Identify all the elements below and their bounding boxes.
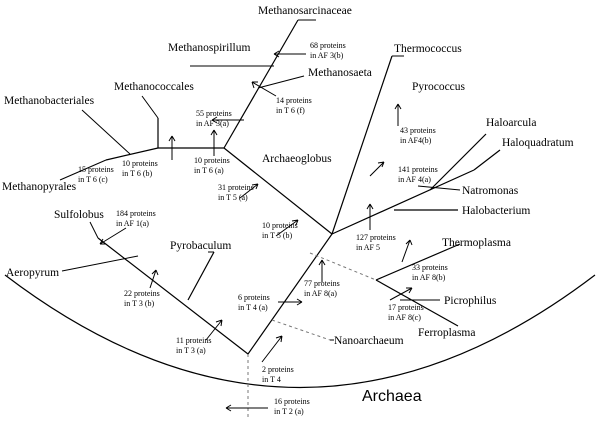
taxon-methanosaeta: Methanosaeta	[308, 67, 372, 79]
leader-methanosaeta	[257, 75, 305, 89]
arrow-af8a	[318, 259, 326, 282]
arrow-t4a	[278, 298, 303, 306]
archaea-domain-arc	[4, 274, 596, 388]
taxon-haloquadratum: Haloquadratum	[502, 137, 574, 149]
branch-nanoarchaeum	[271, 319, 331, 341]
arrow-t4	[261, 335, 283, 363]
arrow-af8c	[389, 287, 413, 301]
domain-label: Archaea	[362, 388, 422, 405]
label-leader-lines	[59, 19, 461, 341]
arrow-af5	[366, 203, 374, 230]
branch-halobacteria	[331, 169, 475, 235]
taxon-methanospirillum: Methanospirillum	[168, 42, 250, 54]
branch-crenarchaeota	[97, 237, 249, 355]
branch-thermoplasma-dashed	[309, 252, 377, 281]
taxon-pyrococcus: Pyrococcus	[412, 81, 466, 93]
arrow-t5a	[239, 183, 259, 199]
branch-halo-to-haloquadratum	[473, 149, 501, 171]
taxon-thermoplasma: Thermoplasma	[442, 237, 511, 249]
branch-methanosarcinales	[223, 19, 299, 149]
leader-methanopyrales	[59, 159, 107, 181]
taxon-methanococcales: Methanococcales	[114, 81, 194, 93]
arrow-af3b	[273, 50, 306, 58]
taxon-sulfolobus: Sulfolobus	[54, 209, 104, 221]
taxon-natromonas: Natromonas	[462, 185, 519, 197]
leader-methanococcales	[141, 95, 159, 119]
gain-loss-arrows	[99, 50, 413, 412]
taxon-ferroplasma: Ferroplasma	[418, 327, 475, 339]
arrow-t5b	[275, 219, 299, 237]
arrow-af4b	[394, 103, 402, 126]
arrow-t6a	[210, 129, 218, 156]
arrow-af1a	[99, 227, 127, 245]
taxon-thermococcus: Thermococcus	[394, 43, 462, 55]
taxon-nanoarchaeum: Nanoarchaeum	[334, 335, 404, 347]
arrow-af3a	[211, 116, 244, 124]
branch-halo-to-haloarcula	[429, 133, 487, 191]
taxon-methanosarcinaceae: Methanosarcinaceae	[258, 5, 352, 17]
leader-sulfolobus	[89, 221, 99, 239]
arrow-t2a	[225, 404, 268, 412]
branch-thermoplasma	[375, 243, 461, 281]
branch-to-methanogens	[223, 147, 333, 235]
taxon-halobacterium: Halobacterium	[462, 205, 530, 217]
branch-pyrobaculum	[187, 251, 215, 301]
taxon-haloarcula: Haloarcula	[486, 117, 536, 129]
arrow-af8b	[401, 239, 413, 263]
branch-thermococcales	[331, 55, 393, 235]
leader-methanobacteriales	[81, 109, 131, 155]
branch-aeropyrum-leader	[61, 255, 139, 272]
branch-euryarchaeota	[247, 233, 333, 355]
taxon-aeropyrum: Aeropyrum	[6, 267, 59, 279]
arrow-t6b	[168, 135, 176, 160]
leader-natromonas	[417, 185, 461, 191]
taxon-picrophilus: Picrophilus	[444, 295, 497, 307]
taxon-methanopyrales: Methanopyrales	[2, 181, 77, 193]
taxon-methanobacteriales: Methanobacteriales	[4, 95, 95, 107]
taxon-pyrobaculum: Pyrobaculum	[170, 240, 231, 252]
arrow-af4a	[369, 161, 385, 177]
arrow-t3a	[205, 319, 223, 341]
arrow-t3b	[149, 269, 159, 289]
taxon-labels: Methanosarcinaceae Methanospirillum Meth…	[2, 5, 574, 347]
arrow-t6f	[251, 81, 277, 97]
taxon-archaeoglobus: Archaeoglobus	[262, 153, 332, 165]
branch-methanopyrales	[105, 147, 159, 161]
tree-branches	[61, 19, 501, 418]
branch-ferroplasma	[375, 279, 459, 327]
